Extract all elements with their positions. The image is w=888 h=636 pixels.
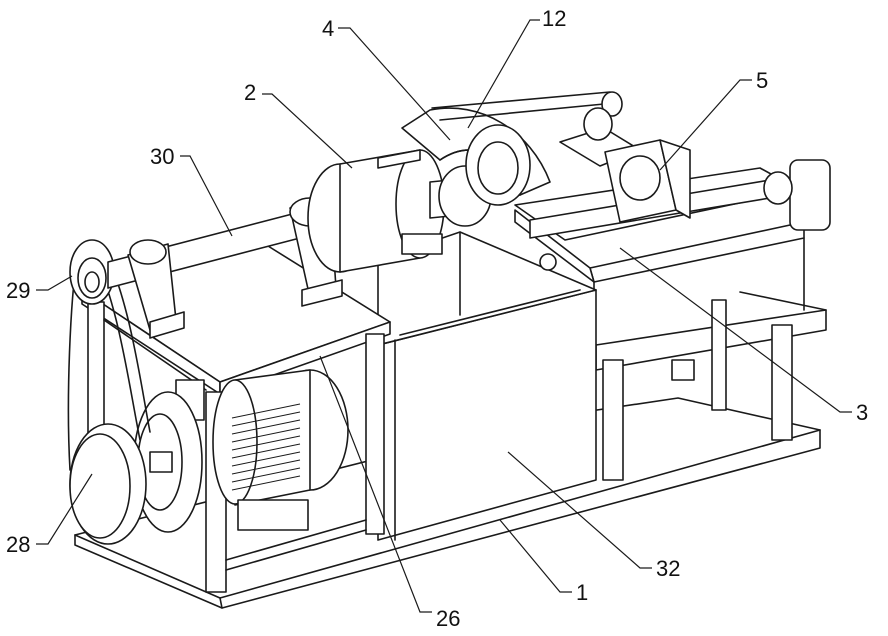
label-3: 3 (856, 400, 868, 425)
label-12: 12 (542, 6, 566, 31)
label-26: 26 (436, 606, 460, 631)
label-28: 28 (6, 532, 30, 557)
label-32: 32 (656, 556, 680, 581)
end-motor (764, 160, 830, 230)
stepper-motor (605, 140, 690, 222)
spindle-housing (308, 150, 444, 272)
label-30: 30 (150, 144, 174, 169)
label-2: 2 (244, 80, 256, 105)
label-5: 5 (756, 68, 768, 93)
label-1: 1 (576, 580, 588, 605)
lower-pulley (70, 424, 146, 544)
label-29: 29 (6, 278, 30, 303)
label-4: 4 (322, 16, 334, 41)
